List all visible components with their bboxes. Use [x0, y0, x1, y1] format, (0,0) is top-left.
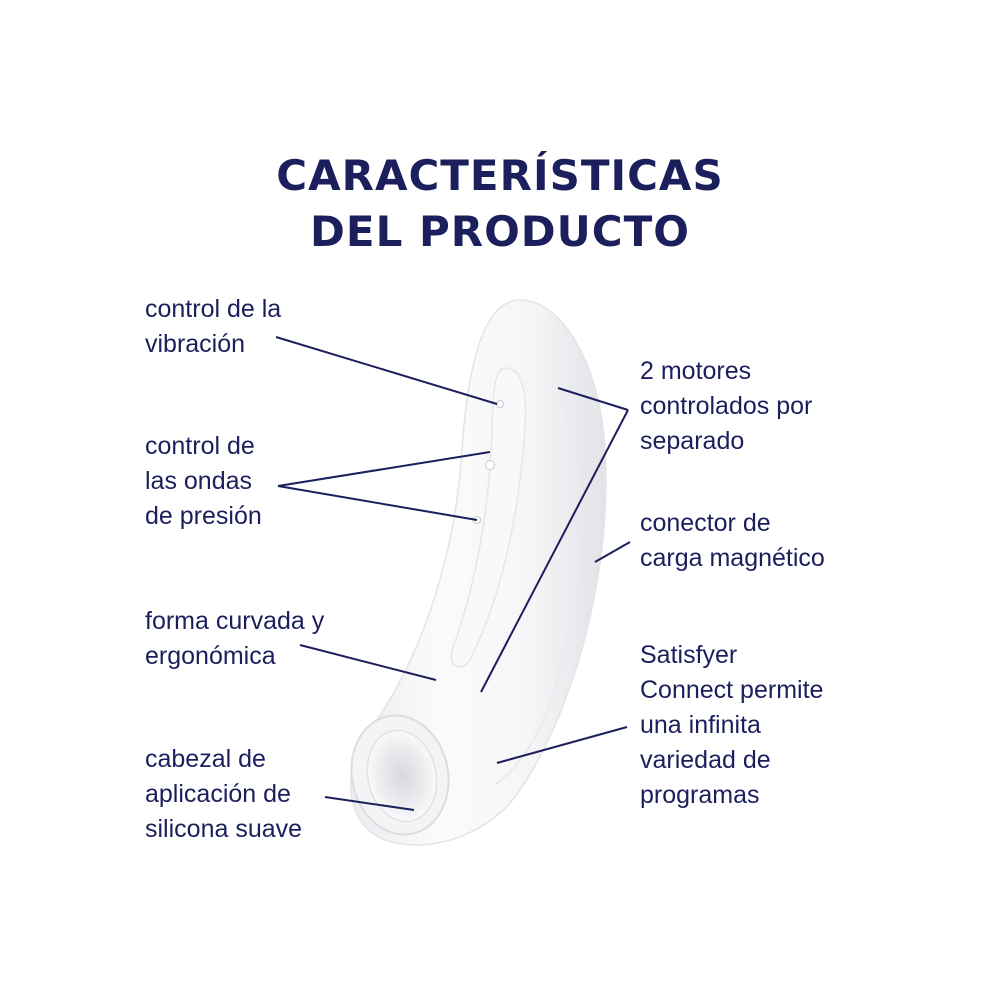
leader-line-vibration: [275, 336, 498, 405]
leader-line-curved: [299, 644, 437, 681]
label-silicone-head: cabezal de aplicación de silicona suave: [145, 745, 303, 843]
vibration-button-icon: [496, 400, 504, 408]
label-pressure-wave-control: control de las ondas de presión: [145, 432, 262, 530]
leader-line-connect: [496, 726, 628, 764]
leader-lines: [275, 336, 631, 811]
title-line-2: DEL PRODUCTO: [310, 207, 690, 256]
label-curved-shape: forma curvada y ergonómica: [145, 607, 325, 670]
page-title: CARACTERÍSTICAS DEL PRODUCTO: [0, 148, 1000, 260]
label-vibration-control: control de la vibración: [145, 295, 282, 358]
label-dual-motors: 2 motores controlados por separado: [640, 357, 813, 455]
title-line-1: CARACTERÍSTICAS: [276, 151, 724, 200]
leader-line-pressure-2: [277, 485, 478, 521]
leader-line-charger: [594, 541, 631, 563]
product-body: [350, 299, 607, 846]
label-app-connect: Satisfyer Connect permite una infinita v…: [640, 641, 824, 809]
leader-line-motors-2: [480, 409, 629, 693]
leader-line-pressure-1: [277, 451, 491, 487]
leader-line-motors-1: [557, 387, 629, 411]
power-button-icon: [485, 460, 495, 470]
leader-line-head: [324, 796, 415, 811]
label-magnetic-charger: conector de carga magnético: [640, 509, 825, 572]
